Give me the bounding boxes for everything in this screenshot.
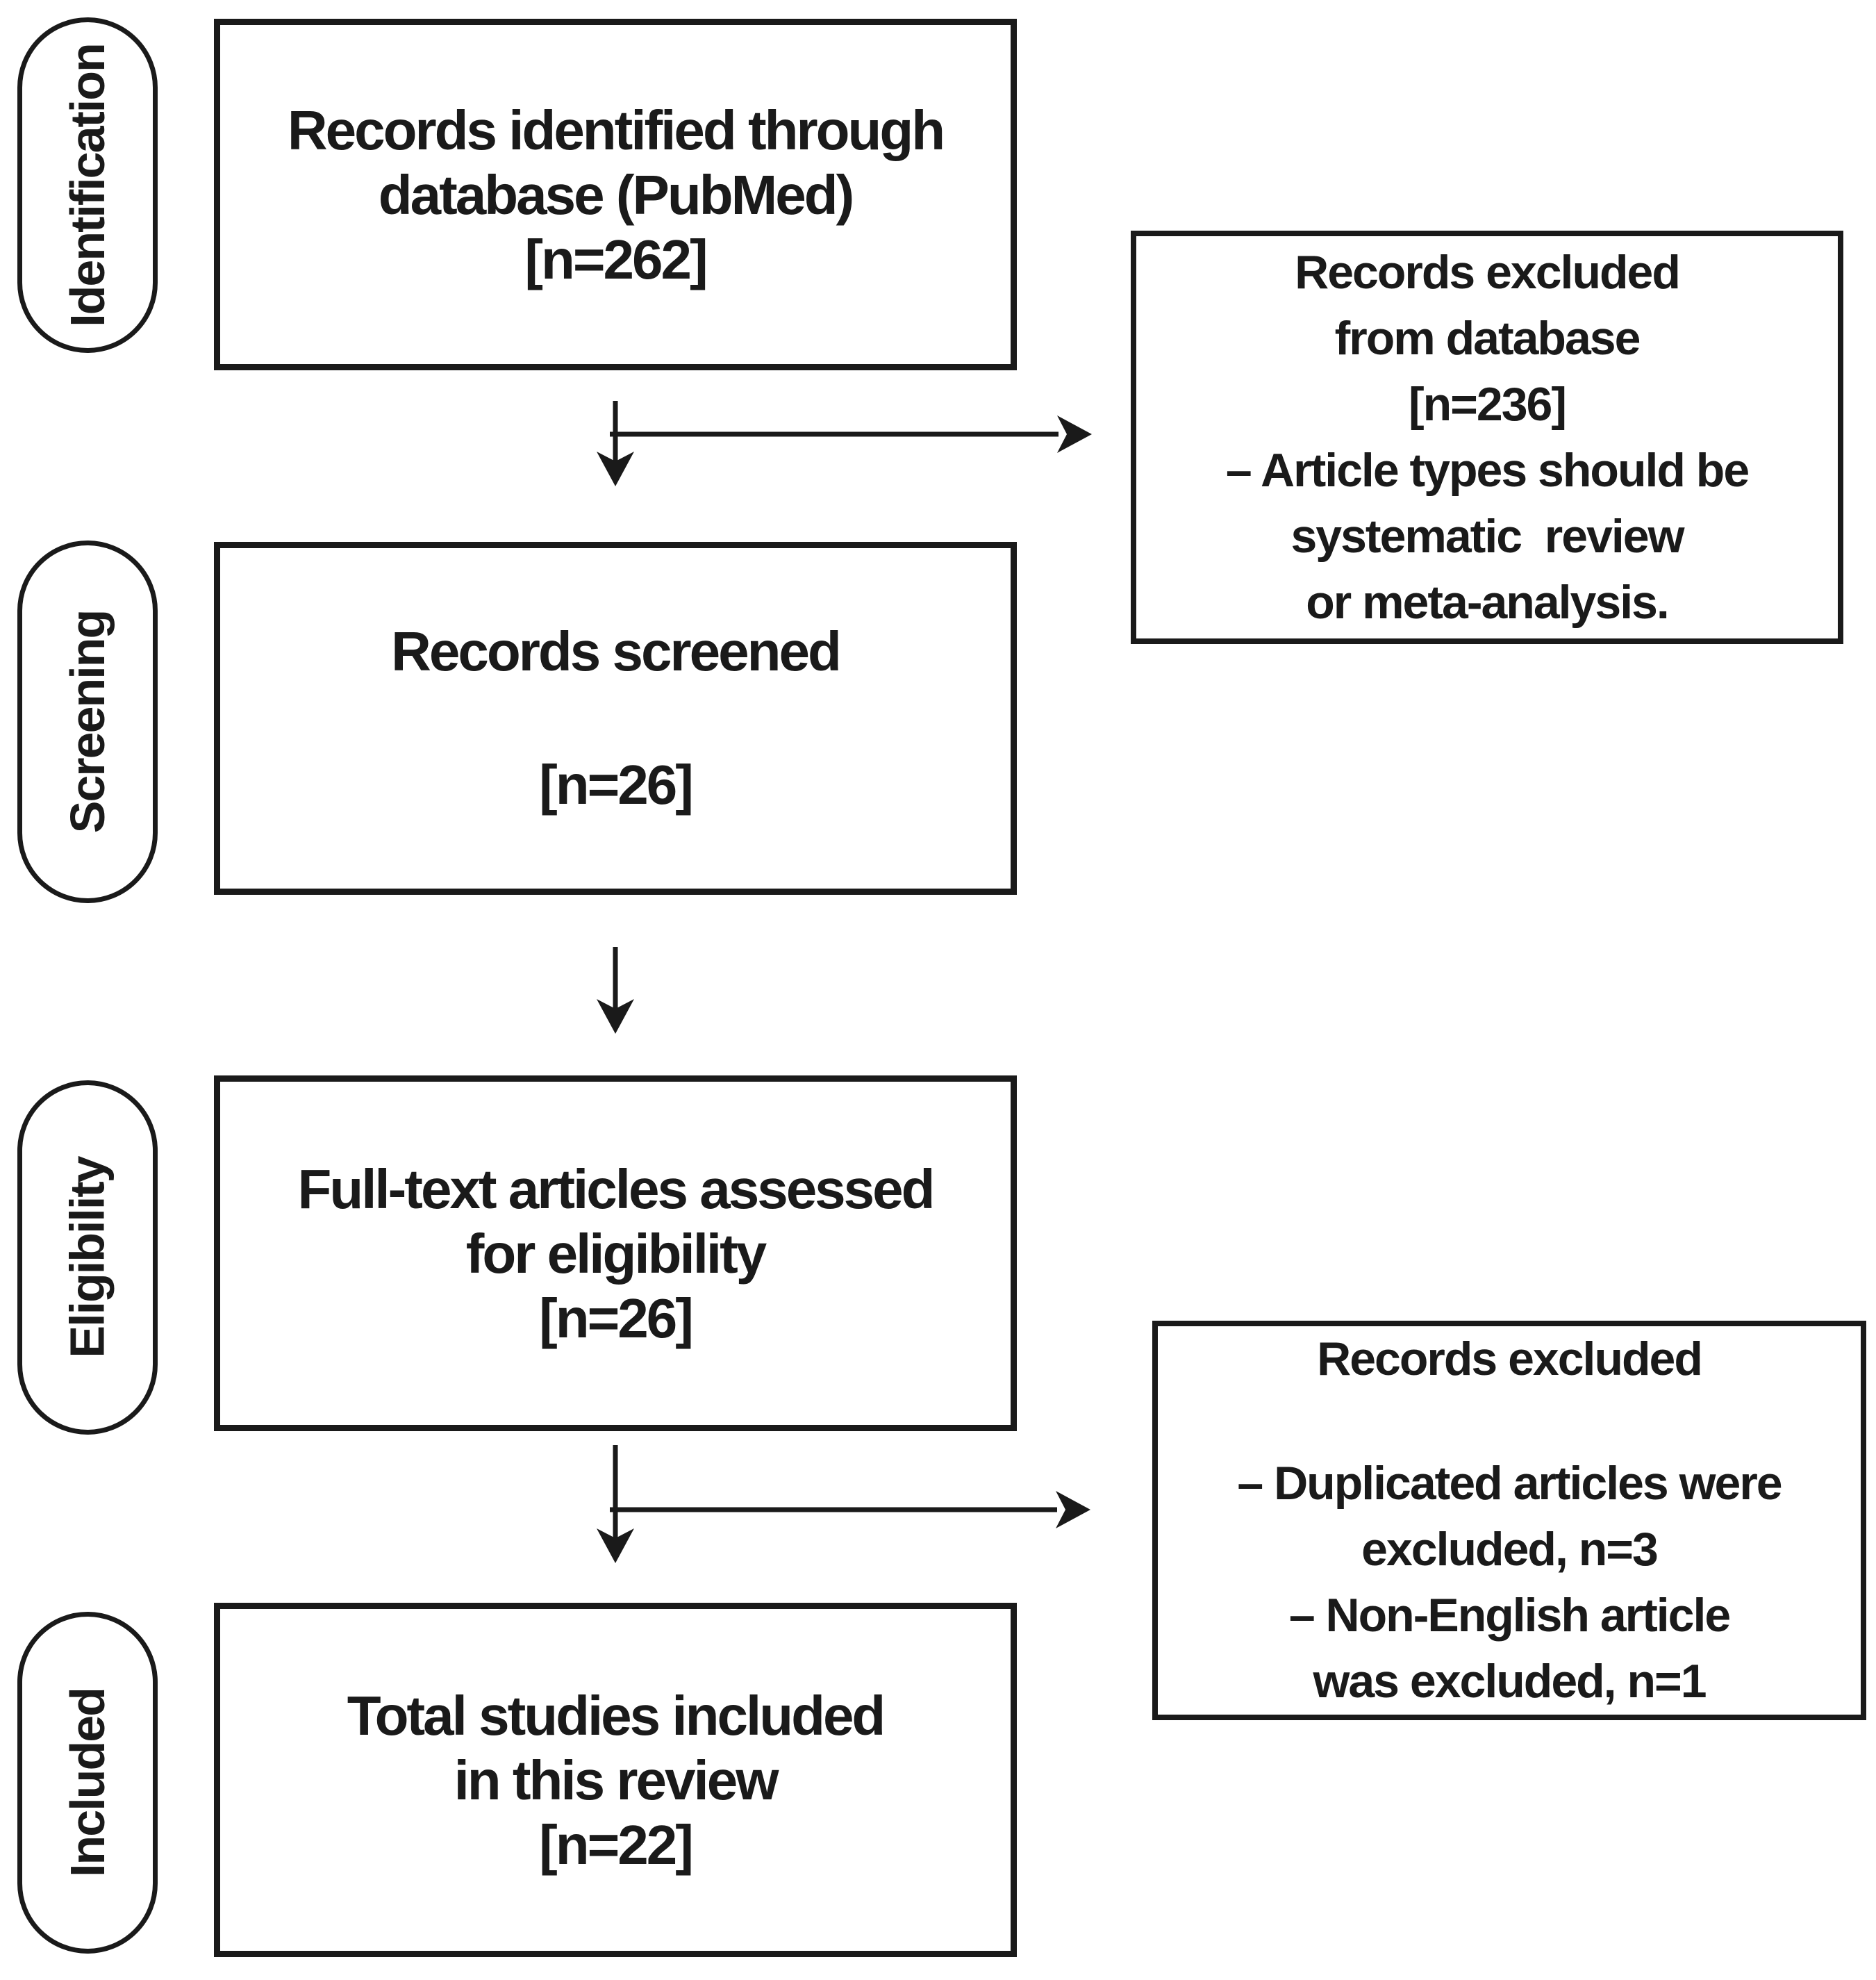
exclusion-box-line: Records excluded <box>1317 1333 1703 1385</box>
flow-box-line: database (PubMed) <box>378 163 854 226</box>
exclusion-box-line: – Duplicated articles were <box>1237 1457 1782 1510</box>
exclusion-box-line: systematic review <box>1290 509 1684 563</box>
arrow-right-exclusion-fulltext-icon <box>1056 1491 1090 1528</box>
exclusion-box-line: – Non-English article <box>1288 1589 1731 1642</box>
flow-box-fulltext-assessed: Full-text articles assessed for eligibil… <box>214 1075 1017 1431</box>
flow-box-line: Records identified through <box>287 99 945 161</box>
exclusion-box-line: excluded, n=3 <box>1361 1523 1659 1576</box>
stage-pill-eligibility: Eligibility <box>17 1080 158 1435</box>
stage-label-screening: Screening <box>60 610 115 834</box>
exclusion-box-line: Records excluded <box>1295 245 1681 299</box>
arrow-down-identification-icon <box>597 452 634 486</box>
stage-pill-screening: Screening <box>17 541 158 903</box>
stage-label-identification: Identification <box>60 43 115 327</box>
flow-box-line: Records screened <box>391 620 842 682</box>
stage-label-eligibility: Eligibility <box>60 1157 115 1358</box>
stage-pill-identification: Identification <box>17 17 158 353</box>
exclusion-box-line: [n=236] <box>1409 377 1567 431</box>
exclusion-box-fulltext: Records excluded – Duplicated articles w… <box>1152 1321 1866 1720</box>
flow-box-line: Full-text articles assessed <box>297 1157 935 1220</box>
exclusion-box-line: or meta-analysis. <box>1306 575 1670 629</box>
flow-box-line: [n=26] <box>539 1287 694 1349</box>
exclusion-box-database: Records excluded from database [n=236] –… <box>1131 231 1843 644</box>
exclusion-box-line: – Article types should be <box>1225 443 1750 497</box>
stage-label-included: Included <box>60 1688 115 1877</box>
flow-box-line: [n=22] <box>539 1813 694 1876</box>
exclusion-box-line: was excluded, n=1 <box>1313 1655 1707 1708</box>
flow-box-line: [n=26] <box>539 754 694 816</box>
flow-box-total-included: Total studies included in this review [n… <box>214 1603 1017 1957</box>
arrow-down-eligibility-icon <box>597 1528 634 1563</box>
arrow-right-exclusion-database-icon <box>1057 415 1092 453</box>
flow-box-line: for eligibility <box>465 1222 767 1285</box>
flow-box-line: Total studies included <box>347 1684 886 1747</box>
flow-box-records-screened: Records screened [n=26] <box>214 542 1017 895</box>
exclusion-box-line: from database <box>1334 311 1641 365</box>
flow-box-records-identified: Records identified through database (Pub… <box>214 19 1017 370</box>
flow-box-line: [n=262] <box>524 228 708 290</box>
stage-pill-included: Included <box>17 1612 158 1954</box>
arrow-down-screening-icon <box>597 999 634 1034</box>
flow-box-line: in this review <box>454 1749 779 1811</box>
